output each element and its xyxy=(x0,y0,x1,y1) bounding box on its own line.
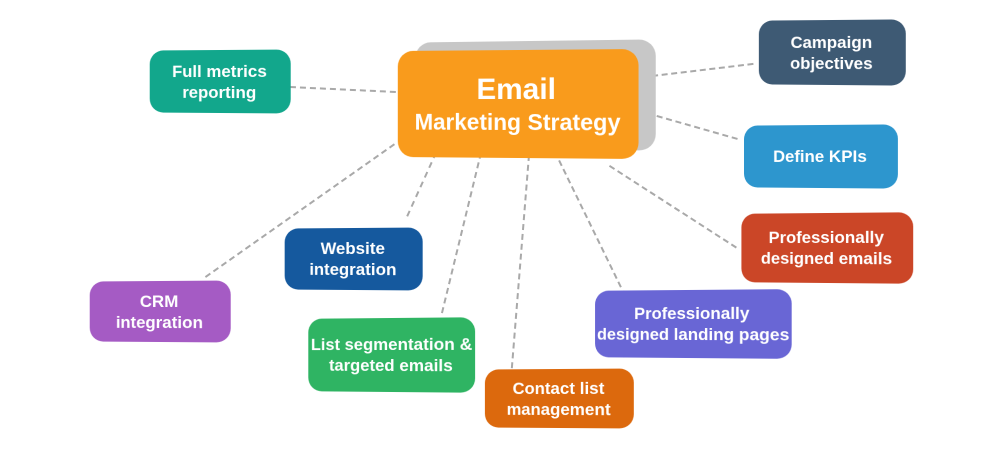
node-label-line: Professionally xyxy=(768,227,885,248)
node-label-line: integration xyxy=(309,259,397,280)
connector-center-to-contact-list-management xyxy=(510,154,530,369)
connector-center-to-list-segmentation-targeted-emails xyxy=(440,152,482,314)
node-professionally-designed-emails: Professionally designed emails xyxy=(741,212,914,284)
node-label-line: targeted emails xyxy=(329,355,453,376)
node-label-line: designed emails xyxy=(760,248,893,269)
connector-center-to-professionally-designed-emails xyxy=(608,165,737,249)
node-label-line: integration xyxy=(115,312,204,332)
node-label-line: Full metrics xyxy=(172,61,267,81)
center-title: Email xyxy=(476,72,557,107)
node-define-kpis: Define KPIs xyxy=(744,124,898,189)
node-website-integration: Website integration xyxy=(284,227,423,291)
node-label-line: designed landing pages xyxy=(597,324,790,345)
node-label-line: objectives xyxy=(790,53,873,73)
node-label-line: Professionally xyxy=(634,303,750,324)
node-label-line: reporting xyxy=(182,82,257,102)
node-professionally-designed-landing-pages: Professionally designed landing pages xyxy=(595,289,792,359)
node-email-marketing-strategy: Email Marketing Strategy xyxy=(397,49,639,159)
center-subtitle: Marketing Strategy xyxy=(414,108,621,136)
connector-center-to-full-metrics-reporting xyxy=(289,86,396,93)
node-list-segmentation-targeted-emails: List segmentation & targeted emails xyxy=(308,317,476,393)
connector-center-to-campaign-objectives xyxy=(652,62,754,77)
node-crm-integration: CRM integration xyxy=(89,280,231,343)
node-contact-list-management: Contact list management xyxy=(484,368,634,429)
node-label-line: Campaign xyxy=(790,32,873,52)
connector-center-to-define-kpis xyxy=(656,115,738,140)
node-full-metrics-reporting: Full metrics reporting xyxy=(149,49,291,114)
node-label-line: management xyxy=(506,399,611,419)
node-campaign-objectives: Campaign objectives xyxy=(758,19,906,86)
node-label-line: CRM xyxy=(139,291,179,311)
node-label-line: Website xyxy=(320,238,385,259)
node-label-line: Contact list xyxy=(512,378,605,398)
connector-center-to-professionally-designed-landing-pages xyxy=(558,160,622,288)
node-label-line: Define KPIs xyxy=(773,146,867,167)
connector-center-to-website-integration xyxy=(406,152,437,217)
node-label-line: List segmentation & xyxy=(310,334,473,355)
